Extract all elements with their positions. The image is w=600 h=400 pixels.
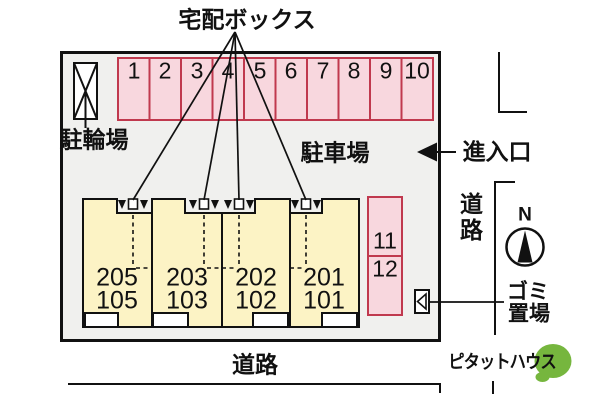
delivery-box-markers <box>118 198 321 210</box>
delivery-box-marker-icon <box>189 198 219 210</box>
delivery-box-marker-icon <box>118 198 148 210</box>
parking-space-number-11: 11 <box>373 227 397 254</box>
room-number-203: 203 <box>166 263 208 292</box>
parking-space-number-1: 1 <box>127 57 141 84</box>
room-number-102: 102 <box>235 286 277 315</box>
parking-space-number-9: 9 <box>379 57 393 84</box>
parking-space-cell <box>306 57 340 121</box>
parking-space-cell <box>180 57 214 121</box>
compass-needle <box>517 230 533 263</box>
parking-lot-label: 駐車場 <box>300 139 370 166</box>
building-entry-notch <box>252 312 289 328</box>
parking-space-number-8: 8 <box>347 57 361 84</box>
approach-dashed-line <box>203 215 222 269</box>
compass-north-label: N <box>518 204 532 226</box>
approach-dashed-line <box>290 215 307 269</box>
garbage-bin-icon <box>414 289 430 314</box>
room-number-103: 103 <box>166 286 208 315</box>
building-unit-201 <box>289 198 360 328</box>
logo-green-blob-icon <box>534 344 572 382</box>
parking-space-number-10: 10 <box>404 57 430 84</box>
road-line-right <box>494 181 515 335</box>
entrance-label: 進入口 <box>462 138 532 165</box>
room-number-202: 202 <box>235 263 277 292</box>
building-entry-notch <box>152 312 189 328</box>
parking-space-cell <box>400 57 434 121</box>
parking-strip-side <box>367 196 403 316</box>
building-entry-notch <box>321 312 358 328</box>
delivery-box-marker-icon <box>224 198 254 210</box>
road-corner-line-top-right <box>498 52 527 113</box>
brand-logo-text: ピタットハウス <box>448 351 556 373</box>
room-number-101: 101 <box>303 286 345 315</box>
parking-space-number-7: 7 <box>316 57 330 84</box>
parking-space-number-2: 2 <box>158 57 172 84</box>
parking-space-cell <box>337 57 371 121</box>
delivery-box-pointer-line <box>132 31 236 201</box>
approach-dashed-line <box>222 215 240 269</box>
garbage-area-label-line2: 置場 <box>508 302 550 326</box>
delivery-box-pointer-line <box>234 31 307 201</box>
delivery-box-marker-icon <box>291 198 321 210</box>
parking-space-cell <box>369 57 403 121</box>
parking-space-number-3: 3 <box>190 57 204 84</box>
garbage-area-label-line1: ゴミ <box>507 280 549 304</box>
delivery-box-pointer-line <box>234 31 240 201</box>
parking-space-number-6: 6 <box>284 57 298 84</box>
bicycle-parking-icon <box>73 62 98 128</box>
room-number-205: 205 <box>96 263 138 292</box>
road-bottom-label: 道路 <box>232 351 278 378</box>
parking-space-number-4: 4 <box>221 57 235 84</box>
building-entry-notch <box>84 312 119 328</box>
delivery-box-label: 宅配ボックス <box>178 6 316 33</box>
approach-dashed-line <box>132 215 152 269</box>
bicycle-parking-label: 駐輪場 <box>59 126 129 153</box>
road-right-label: 道路 <box>456 192 483 244</box>
parking-space-number-12: 12 <box>372 255 398 282</box>
delivery-box-pointer-line <box>203 31 236 201</box>
room-number-105: 105 <box>96 286 138 315</box>
entrance-arrow-icon <box>417 142 456 162</box>
compass-icon <box>505 227 545 267</box>
room-number-201: 201 <box>303 263 345 292</box>
road-line-bottom <box>68 383 441 393</box>
parking-space-number-5: 5 <box>253 57 267 84</box>
